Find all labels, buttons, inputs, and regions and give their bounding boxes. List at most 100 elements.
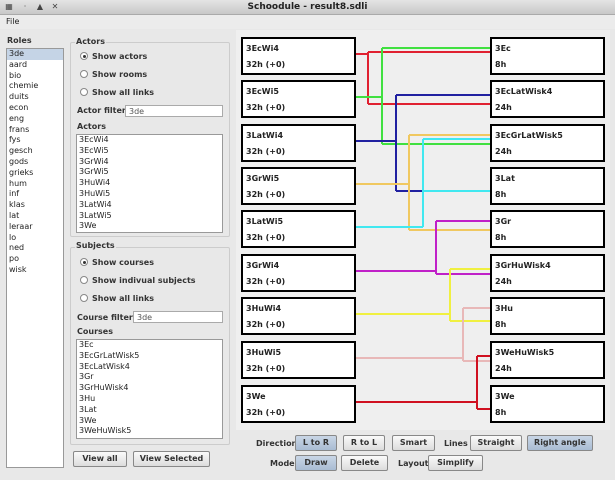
role-item[interactable]: leraar: [9, 221, 33, 231]
role-item[interactable]: grieks: [9, 167, 34, 177]
link-line[interactable]: [356, 268, 490, 322]
radio-circle-icon[interactable]: [80, 276, 88, 284]
actor-filter-input[interactable]: 3de: [125, 105, 223, 117]
actor-item[interactable]: 3HuWi5: [79, 188, 111, 198]
link-line[interactable]: [356, 220, 490, 275]
link-line[interactable]: [356, 307, 490, 362]
subject-radio-1[interactable]: Show indivual subjects: [80, 274, 196, 286]
mode-draw-button[interactable]: Draw: [295, 455, 337, 471]
link-line[interactable]: [356, 134, 490, 231]
radio-circle-icon[interactable]: [80, 88, 88, 96]
view-all-button[interactable]: View all: [73, 451, 127, 467]
course-item[interactable]: 3We: [79, 415, 97, 425]
course-filter-input[interactable]: 3de: [133, 311, 223, 323]
role-item[interactable]: inf: [9, 189, 20, 199]
actor-radio-2[interactable]: Show all links: [80, 86, 154, 98]
role-item[interactable]: 3de: [7, 49, 63, 60]
actor-item[interactable]: 3LatWi5: [79, 210, 112, 220]
link-line[interactable]: [356, 47, 490, 145]
menu-dot-icon[interactable]: ·: [23, 2, 27, 11]
radio-circle-icon[interactable]: [80, 52, 88, 60]
role-item[interactable]: hum: [9, 178, 27, 188]
radio-circle-icon[interactable]: [80, 70, 88, 78]
actor-item[interactable]: 3We: [79, 221, 97, 231]
role-item[interactable]: gesch: [9, 146, 33, 156]
course-item[interactable]: 3Lat: [79, 404, 97, 414]
actor-item[interactable]: 3GrWi5: [79, 167, 109, 177]
direction-smart-button[interactable]: Smart: [392, 435, 435, 451]
role-item[interactable]: wisk: [9, 264, 27, 274]
course-item[interactable]: 3WeHuWisk5: [79, 426, 132, 436]
course-item[interactable]: 3GrHuWisk4: [79, 383, 129, 393]
actor-radio-1[interactable]: Show rooms: [80, 68, 154, 80]
lines-right-angle-button[interactable]: Right angle: [527, 435, 593, 451]
radio-circle-icon[interactable]: [80, 294, 88, 302]
actor-radio-0[interactable]: Show actors: [80, 50, 154, 62]
mode-delete-button[interactable]: Delete: [341, 455, 388, 471]
role-item[interactable]: duits: [9, 92, 29, 102]
actor-item[interactable]: 3GrWi4: [79, 156, 109, 166]
course-item[interactable]: 3EcLatWisk4: [79, 361, 130, 371]
layout-simplify-button[interactable]: Simplify: [428, 455, 483, 471]
direction-l-to-r-button[interactable]: L to R: [295, 435, 337, 451]
role-item[interactable]: gods: [9, 156, 29, 166]
role-item[interactable]: po: [9, 254, 19, 264]
link-line[interactable]: [356, 138, 490, 228]
role-item[interactable]: klas: [9, 200, 25, 210]
role-item[interactable]: aard: [9, 59, 28, 69]
actor-item[interactable]: 3EcWi4: [79, 135, 109, 144]
radio-label: Show all links: [92, 293, 155, 303]
course-item[interactable]: 3Hu: [79, 393, 96, 403]
subject-radio-0[interactable]: Show courses: [80, 256, 196, 268]
link-line[interactable]: [356, 94, 490, 192]
view-selected-button[interactable]: View Selected: [133, 451, 210, 467]
role-item[interactable]: lat: [9, 210, 20, 220]
role-item[interactable]: fys: [9, 135, 21, 145]
radio-circle-icon[interactable]: [80, 258, 88, 266]
maximize-icon[interactable]: ▲: [36, 2, 44, 11]
role-item[interactable]: chemie: [9, 81, 39, 91]
direction-r-to-l-button[interactable]: R to L: [343, 435, 385, 451]
menu-file[interactable]: File: [6, 17, 20, 26]
role-item[interactable]: frans: [9, 124, 30, 134]
actor-item[interactable]: 3EcWi5: [79, 145, 109, 155]
role-item[interactable]: lo: [9, 232, 17, 242]
close-icon[interactable]: ✕: [51, 2, 59, 11]
role-item[interactable]: eng: [9, 113, 25, 123]
course-item[interactable]: 3Gr: [79, 372, 94, 382]
role-item[interactable]: ned: [9, 243, 25, 253]
link-line[interactable]: [356, 355, 490, 410]
course-item[interactable]: 3EcGrLatWisk5: [79, 350, 140, 360]
actor-item[interactable]: 3HuWi4: [79, 178, 111, 188]
node-hours: 32h (+0): [246, 103, 286, 112]
role-item[interactable]: bio: [9, 70, 22, 80]
subject-radio-2[interactable]: Show all links: [80, 292, 196, 304]
lines-straight-button[interactable]: Straight: [470, 435, 522, 451]
role-item[interactable]: econ: [9, 102, 29, 112]
course-item[interactable]: 3Ec: [79, 340, 94, 349]
link-line[interactable]: [356, 51, 490, 105]
actor-item[interactable]: 3LatWi4: [79, 199, 112, 209]
